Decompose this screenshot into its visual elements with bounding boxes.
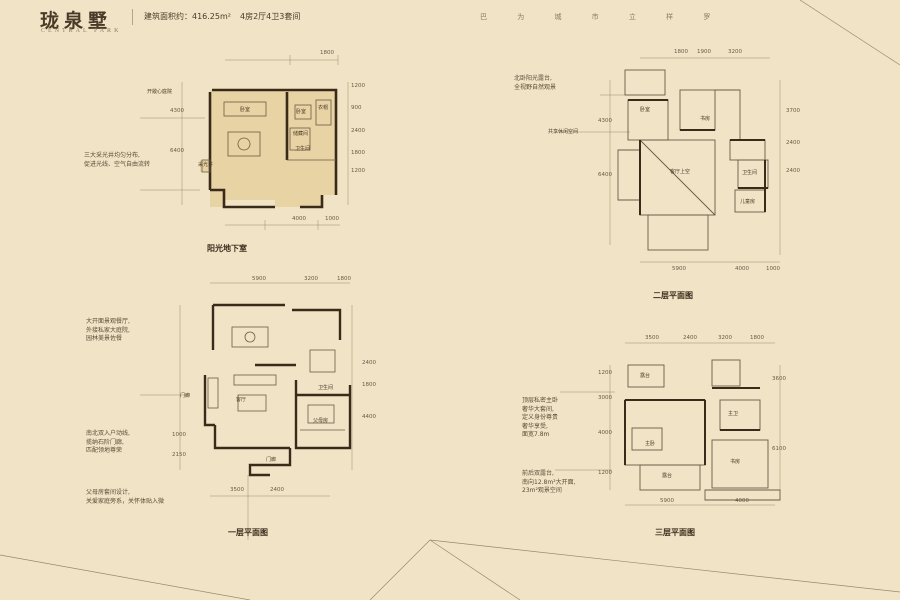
floor1-room-porch: 门廊 [266, 457, 277, 463]
floor2-room-study: 书房 [700, 116, 711, 122]
floor3-dim-top-2: 2400 [683, 335, 697, 341]
floor2-dim-top-2: 1900 [697, 49, 711, 55]
floor1-room-bathroom: 卫生间 [318, 385, 334, 391]
floor2-note-top: 北卧阳光露台, 全视野自然观景 [514, 75, 557, 91]
decor-line [799, 0, 900, 66]
decor-line [429, 539, 900, 593]
basement-dim-left-2: 6400 [170, 148, 184, 154]
floor3-title: 三层平面图 [655, 527, 695, 537]
basement-room-bedroom-2: 卧室 [296, 109, 307, 115]
floor3-dim-left-2: 3000 [598, 395, 612, 401]
floor1-dim-left-2: 2150 [172, 452, 186, 458]
floor2-dim-left-2: 6400 [598, 172, 612, 178]
floor1-dim-right-1: 2400 [362, 360, 376, 366]
floor2-dim-right-1: 3700 [786, 108, 800, 114]
floor1-dim-top-1: 5900 [252, 276, 266, 282]
floor2-dim-bottom-2: 4000 [735, 266, 749, 272]
floor2-room-kids: 儿童房 [740, 199, 756, 205]
floor3-note-top: 顶层私密主卧 奢华大套间, 定义身份尊贵 奢华享受, 面宽7.8m [522, 397, 559, 438]
floor1-dim-right-2: 1800 [362, 382, 376, 388]
floor1-dim-top-2: 3200 [304, 276, 318, 282]
floor3-dim-top-3: 3200 [718, 335, 732, 341]
floor1-room-parents: 父母房 [313, 418, 329, 424]
basement-dim-right-1: 1200 [351, 83, 365, 89]
basement-label-courtyard: 开敞心庭院 [147, 89, 173, 95]
floor1-room-living: 客厅 [236, 397, 247, 403]
floor3-note-bottom: 前后双露台, 南向12.8m²大开面, 23m²观景空间 [522, 470, 576, 494]
floor3-dim-left-1: 1200 [598, 370, 612, 376]
basement-title: 阳光地下室 [207, 243, 247, 253]
floor1-dim-right-3: 4400 [362, 414, 376, 420]
floor2-room-void: 客厅上空 [670, 169, 691, 175]
floor3-dim-left-3: 4000 [598, 430, 612, 436]
slogan: 巴 为 城 市 立 样 罗 [480, 13, 725, 21]
basement-dim-right-4: 1800 [351, 150, 365, 156]
floor2-label-lounge: 共享休闲空间 [548, 129, 579, 135]
floor1-dim-bottom-2: 2400 [270, 487, 284, 493]
floor3-plan [555, 342, 781, 506]
floor3-room-master: 主卧 [645, 441, 656, 447]
floor1-dim-top-3: 1800 [337, 276, 351, 282]
floor2-dim-top-1: 1800 [674, 49, 688, 55]
decor-line [0, 554, 251, 600]
floor1-dim-left-1: 1000 [172, 432, 186, 438]
floor2-plan [555, 57, 781, 263]
basement-dim-top: 1800 [320, 50, 334, 56]
floor3-room-master-bath: 主卫 [728, 411, 739, 417]
basement-dim-bottom-2: 1000 [325, 216, 339, 222]
rooms-text: 4房2厅4卫3套间 [240, 12, 301, 21]
basement-note: 三大采光井均匀分布, 促进光线、空气自由流转 [84, 152, 151, 168]
basement-dim-right-2: 900 [351, 105, 362, 111]
decor-line [369, 539, 431, 600]
floor1-note-mid: 南北双入户动线, 揽纳石阶门廊, 匹配领地尊荣 [86, 430, 130, 454]
decor-line [429, 539, 521, 600]
floor3-room-study: 书房 [730, 459, 741, 465]
basement-room-storage: 储藏间 [293, 131, 309, 137]
floor3-dim-top-4: 1800 [750, 335, 764, 341]
floor2-dim-bottom-1: 5900 [672, 266, 686, 272]
floor1-note-bottom: 父母房套间设计, 关爱家庭旁系，关怀体贴入微 [86, 489, 165, 505]
basement-dim-right-3: 2400 [351, 128, 365, 134]
floor3-dim-right-2: 6100 [772, 446, 786, 452]
floor3-dim-top-1: 3500 [645, 335, 659, 341]
page-subtitle: CENTRAL PARK [41, 28, 122, 34]
floor2-room-bedroom: 卧室 [640, 107, 651, 113]
floor2-dim-top-3: 3200 [728, 49, 742, 55]
basement-room-bathroom: 卫生间 [295, 146, 311, 152]
floor1-note-top: 大开面景观餐厅, 外接私家大庭院, 园林美景佐餐 [86, 318, 130, 342]
floor1-dim-bottom-1: 3500 [230, 487, 244, 493]
floor3-dim-bottom-2: 4000 [735, 498, 749, 504]
basement-dim-left-1: 4300 [170, 108, 184, 114]
header-divider [132, 9, 133, 25]
basement-room-lightwell: 采光井 [198, 162, 214, 168]
floor3-dim-right-1: 3600 [772, 376, 786, 382]
basement-dim-right-5: 1200 [351, 168, 365, 174]
floor2-dim-left-1: 4300 [598, 118, 612, 124]
page-title: 珑泉墅 [40, 10, 113, 32]
floor1-label-porch: 门廊 [180, 393, 191, 399]
floor2-title: 二层平面图 [653, 290, 693, 300]
basement-plan [140, 55, 349, 230]
floor2-room-bathroom: 卫生间 [742, 170, 758, 176]
basement-room-bedroom: 卧室 [240, 107, 251, 113]
basement-dim-bottom-1: 4000 [292, 216, 306, 222]
floor2-dim-right-2: 2400 [786, 140, 800, 146]
basement-room-closet: 衣帽 [318, 105, 329, 111]
floor3-dim-left-4: 1200 [598, 470, 612, 476]
floor1-title: 一层平面图 [228, 527, 268, 537]
floor1-plan [140, 282, 353, 540]
floor3-dim-bottom-1: 5900 [660, 498, 674, 504]
floor3-room-terrace-north: 露台 [640, 373, 651, 379]
floor2-dim-right-3: 2400 [786, 168, 800, 174]
area-text: 建筑面积约：416.25m² [144, 12, 231, 21]
floor3-room-terrace-south: 露台 [662, 473, 673, 479]
floor2-dim-bottom-3: 1000 [766, 266, 780, 272]
